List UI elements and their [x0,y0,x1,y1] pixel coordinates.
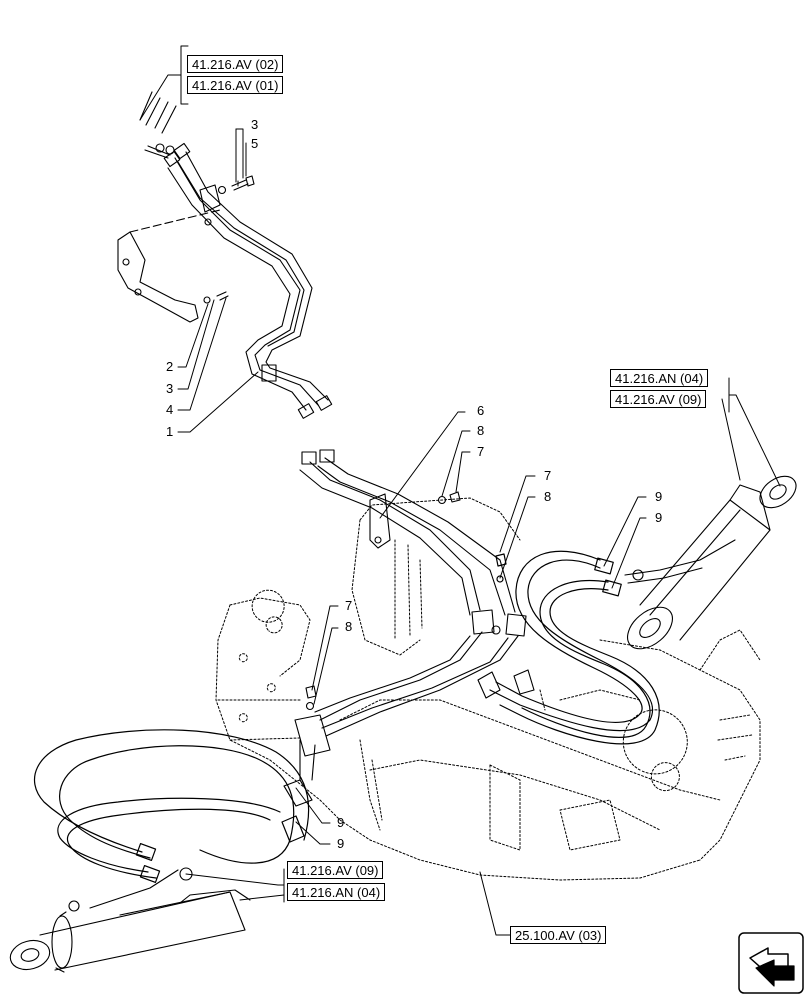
bolts [305,491,461,711]
mounting-bracket [117,175,255,323]
callout-9-right-2: 9 [655,510,663,525]
callout-1: 1 [166,424,174,439]
callout-3-top: 3 [251,117,259,132]
middle-pipe-assembly [294,449,535,781]
callout-5: 5 [251,136,259,151]
callout-8-middle: 8 [544,489,552,504]
callout-6: 6 [477,403,485,418]
callout-9-right-1: 9 [655,489,663,504]
tractor-frame [215,497,761,881]
callout-9-lower-2: 9 [337,836,345,851]
left-hoses [34,729,313,883]
ref-box-right-2[interactable]: 41.216.AV (09) [610,390,707,408]
right-hoses [489,550,660,745]
callout-7-upper: 7 [477,444,485,459]
callout-8-lower: 8 [345,619,353,634]
ref-box-right-1[interactable]: 41.216.AN (04) [610,369,709,387]
leader-lines [139,45,781,936]
callout-9-lower-1: 9 [337,815,345,830]
callout-7-lower: 7 [345,598,353,613]
left-cylinder [9,867,251,973]
callout-2: 2 [166,359,174,374]
right-cylinder [624,475,797,650]
callout-3-left: 3 [166,381,174,396]
ref-box-bottom-center[interactable]: 25.100.AV (03) [510,926,607,944]
ref-box-top-1[interactable]: 41.216.AV (02) [187,55,284,73]
next-page-arrow-icon[interactable] [738,932,804,994]
ref-box-bottom-left-2[interactable]: 41.216.AN (04) [287,883,386,901]
upper-pipe-assembly [163,142,333,419]
callout-8-upper: 8 [477,423,485,438]
ref-box-top-2[interactable]: 41.216.AV (01) [187,76,284,94]
callout-4: 4 [166,402,174,417]
callout-7-middle: 7 [544,468,552,483]
ref-box-bottom-left-1[interactable]: 41.216.AV (09) [287,861,384,879]
top-pipe-ends [139,91,177,159]
